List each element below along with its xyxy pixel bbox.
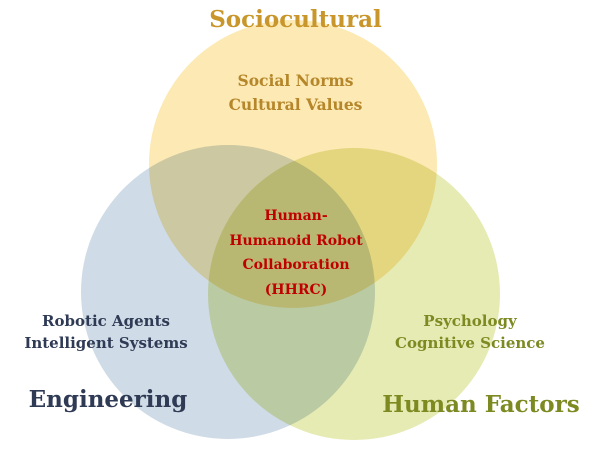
- engineering-items: Robotic Agents Intelligent Systems: [6, 310, 206, 354]
- sociocultural-title: Sociocultural: [209, 6, 382, 33]
- human-factors-circle: [208, 148, 500, 440]
- engineering-item-robotic-agents: Robotic Agents: [42, 312, 170, 330]
- engineering-item-intelligent-systems: Intelligent Systems: [24, 334, 188, 352]
- sociocultural-item-cultural-values: Cultural Values: [228, 95, 363, 114]
- center-label: Human- Humanoid Robot Collaboration (HHR…: [196, 204, 396, 302]
- human-factors-title: Human Factors: [382, 391, 580, 418]
- sociocultural-item-social-norms: Social Norms: [237, 71, 354, 90]
- human-factors-item-cognitive-science: Cognitive Science: [395, 334, 545, 352]
- human-factors-items: Psychology Cognitive Science: [370, 310, 570, 354]
- center-line-2: Humanoid Robot: [229, 232, 363, 249]
- center-line-4: (HHRC): [264, 281, 328, 298]
- center-line-1: Human-: [264, 208, 328, 224]
- engineering-title: Engineering: [28, 386, 188, 413]
- human-factors-item-psychology: Psychology: [423, 312, 517, 330]
- sociocultural-items: Social Norms Cultural Values: [0, 69, 591, 117]
- center-line-3: Collaboration: [242, 257, 350, 273]
